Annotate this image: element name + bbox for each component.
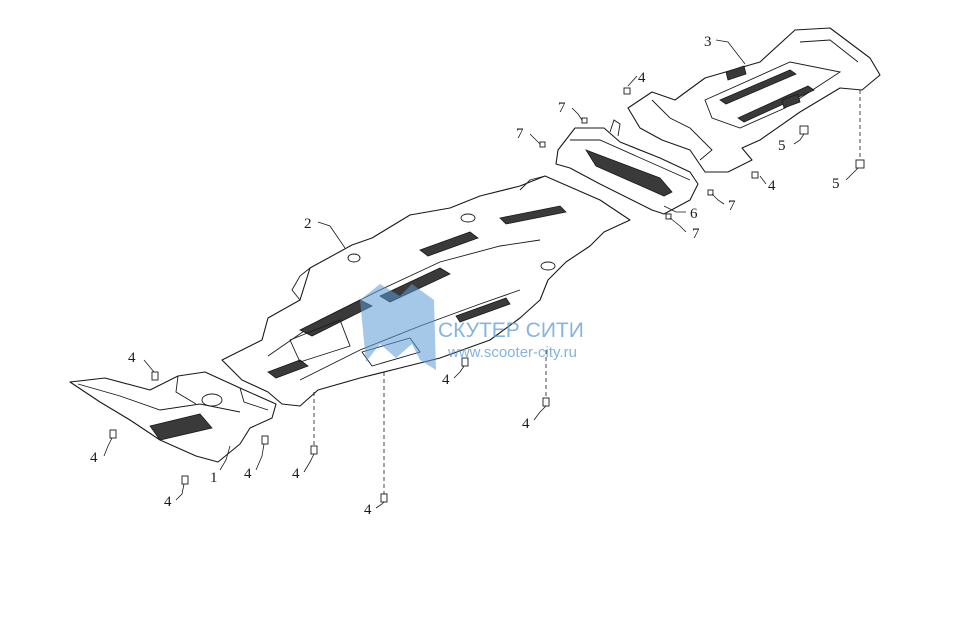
bolt-7-b — [539, 141, 546, 148]
bolt-4-d — [261, 435, 269, 445]
watermark-brand: СКУТЕР СИТИ — [438, 319, 584, 342]
callout-bolt-4-g: 4 — [442, 372, 450, 388]
bolt-4-c — [181, 475, 189, 485]
callout-bolt-4-d: 4 — [244, 466, 252, 482]
bolt-7-a — [581, 117, 588, 124]
callout-bolt-7-b: 7 — [516, 126, 524, 142]
callout-bolt-5-b: 5 — [832, 176, 840, 192]
fastener-bolts — [109, 87, 865, 503]
bolt-5-a — [799, 125, 809, 135]
bolt-4-j — [751, 171, 759, 179]
bolt-4-h — [542, 397, 550, 407]
callout-bolt-4-f: 4 — [364, 502, 372, 518]
callout-bolt-4-e: 4 — [292, 466, 300, 482]
watermark-logo — [360, 284, 436, 370]
callout-bolt-7-c: 7 — [728, 198, 736, 214]
callout-labels: 2 3 1 6 4 4 4 4 4 4 4 4 4 4 5 5 7 7 7 7 — [90, 34, 840, 518]
bolt-5-b — [855, 159, 865, 169]
callout-part-1: 1 — [210, 470, 218, 486]
callout-leaders — [103, 39, 859, 509]
bolt-4-a — [143, 359, 159, 381]
callout-bolt-4-h: 4 — [522, 416, 530, 432]
front-skid-plate — [69, 371, 277, 463]
bolt-7-c — [707, 189, 714, 196]
callout-bolt-5-a: 5 — [778, 138, 786, 154]
watermark-url: www.scooter-city.ru — [447, 344, 577, 361]
callout-bolt-4-j: 4 — [768, 178, 776, 194]
callout-bolt-4-a: 4 — [128, 350, 136, 366]
center-bracket-plate — [555, 119, 699, 215]
callout-bolt-4-i: 4 — [638, 70, 646, 86]
main-skid-plate — [221, 175, 631, 407]
assembly-guide-lines — [313, 90, 861, 494]
watermark: СКУТЕР СИТИ www.scooter-city.ru — [360, 284, 584, 370]
callout-part-2: 2 — [304, 216, 312, 232]
callout-bolt-4-c: 4 — [164, 494, 172, 510]
rear-skid-plate — [627, 27, 881, 173]
bolt-7-d — [665, 213, 672, 220]
callout-bolt-7-a: 7 — [558, 100, 566, 116]
bolt-4-e — [310, 445, 318, 455]
callout-bolt-4-b: 4 — [90, 450, 98, 466]
bolt-4-f — [380, 493, 388, 503]
bolt-4-i — [623, 87, 631, 95]
callout-part-6: 6 — [690, 206, 698, 222]
bolt-4-g — [461, 357, 469, 367]
callout-bolt-7-d: 7 — [692, 226, 700, 242]
bolt-4-b — [109, 429, 117, 439]
callout-part-3: 3 — [704, 34, 712, 50]
